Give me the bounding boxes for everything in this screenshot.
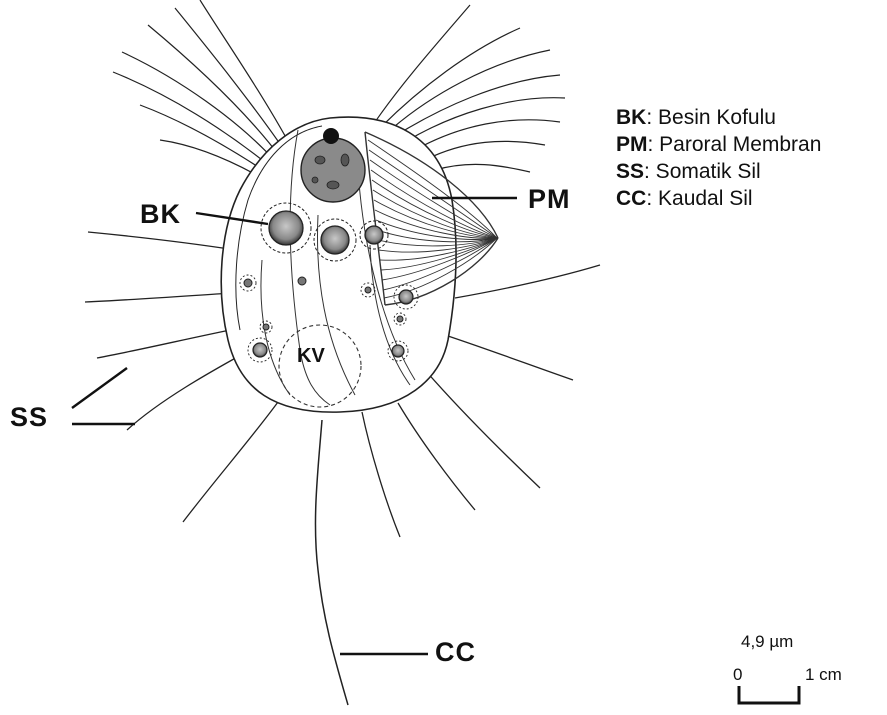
label-ss: SS — [10, 402, 48, 433]
label-pm: PM — [528, 184, 571, 215]
legend-row: BK: Besin Kofulu — [616, 104, 821, 131]
legend-row: CC: Kaudal Sil — [616, 185, 821, 212]
scale-value: 4,9 µm — [741, 632, 793, 652]
label-cc: CC — [435, 637, 476, 668]
scale-start: 0 — [733, 665, 742, 685]
food-vacuole-large — [301, 138, 365, 202]
legend: BK: Besin Kofulu PM: Paroral Membran SS:… — [616, 104, 821, 212]
legend-row: PM: Paroral Membran — [616, 131, 821, 158]
scale-bar — [739, 686, 799, 703]
caudal-cilium — [315, 420, 348, 705]
label-kv: KV — [297, 345, 325, 368]
scale-end: 1 cm — [805, 665, 842, 685]
oral-cilia-left — [113, 0, 293, 178]
label-bk: BK — [140, 199, 181, 230]
legend-row: SS: Somatik Sil — [616, 158, 821, 185]
